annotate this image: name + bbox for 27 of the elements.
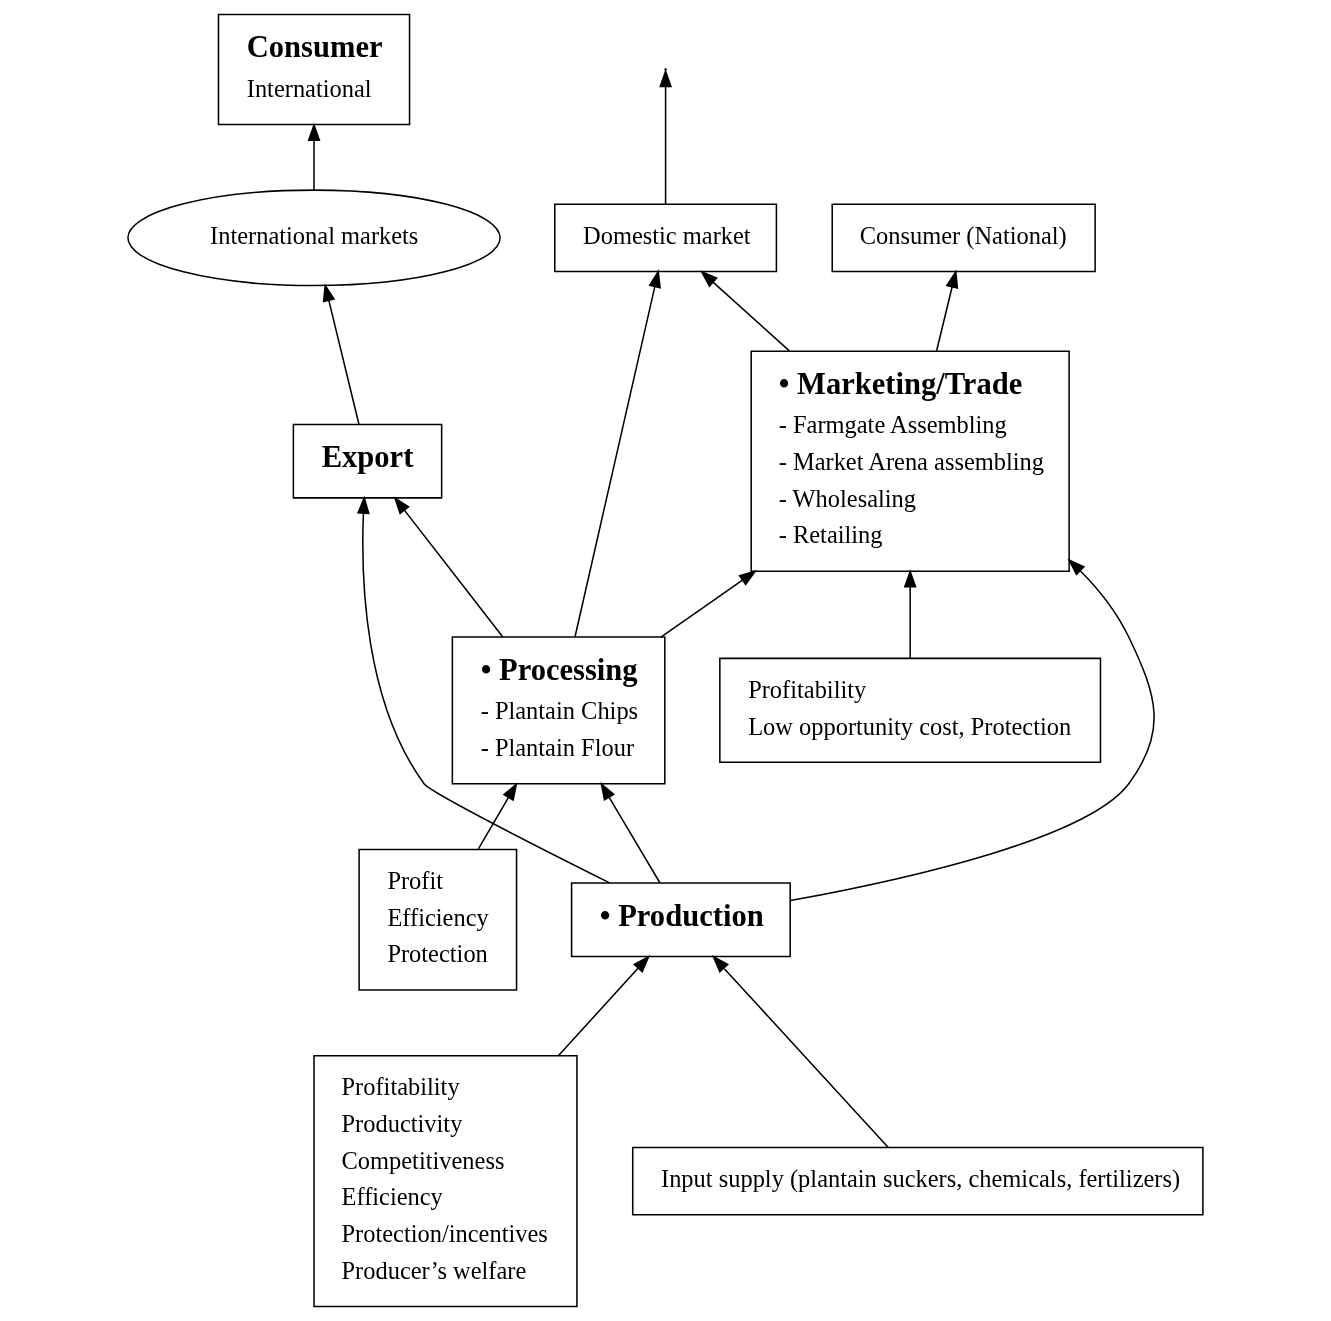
node-box: Profitability Low opportunity cost, Protection — [719, 657, 1102, 764]
arrow — [322, 283, 360, 426]
arrow — [356, 495, 611, 884]
arrow — [307, 122, 321, 192]
node-box: Consumer (National) — [831, 203, 1096, 273]
arrow — [903, 569, 917, 659]
arrow — [477, 782, 518, 850]
node-ellipse: International markets — [127, 189, 501, 287]
arrow — [393, 496, 504, 638]
arrow — [789, 558, 1155, 902]
node-box: Domestic market — [554, 203, 778, 273]
node-box: Input supply (plantain suckers, chemicals, fertilizers) — [631, 1146, 1204, 1216]
node-box: • Processing - Plantain Chips - Plantain Flour — [451, 636, 666, 785]
node-box: • Production — [570, 882, 791, 958]
arrow — [600, 782, 661, 884]
arrow — [699, 270, 791, 352]
arrow — [935, 269, 959, 352]
node-box: Export — [292, 423, 443, 499]
arrow — [711, 955, 890, 1149]
node-box: Profitability Productivity Competitiveness Efficiency Protection/incentives Producer’s welfare — [313, 1055, 578, 1308]
arrow — [574, 269, 661, 638]
node-box: Consumer International — [217, 13, 411, 126]
arrow — [660, 569, 757, 638]
arrow — [659, 69, 672, 205]
node-box: Profit Efficiency Protection — [358, 848, 518, 991]
arrow — [557, 955, 651, 1057]
node-box: • Marketing/Trade - Farmgate Assembling - Market Arena assembling - Wholesaling - Retailing — [750, 350, 1070, 572]
